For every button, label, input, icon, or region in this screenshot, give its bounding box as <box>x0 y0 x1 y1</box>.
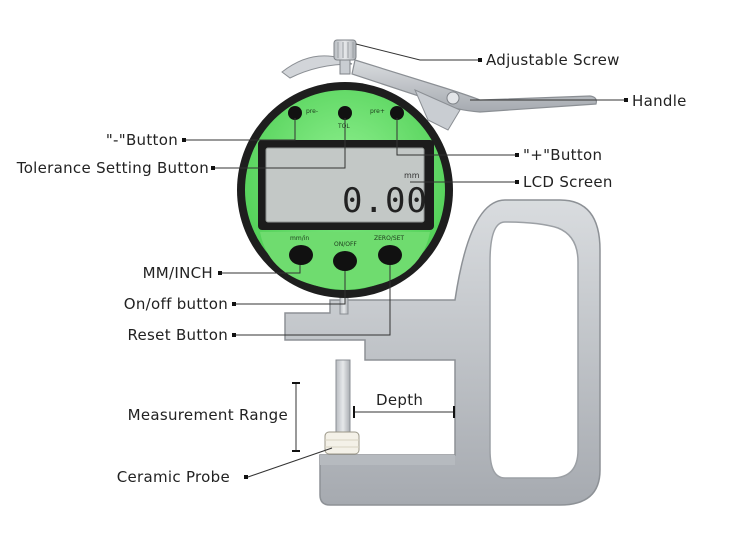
bottom-keypad: mm/in ON/OFF ZERO/SET <box>260 232 430 290</box>
callout-lines <box>186 43 626 478</box>
label-handle: Handle <box>632 92 687 110</box>
ceramic-probe <box>324 431 360 455</box>
line-plus <box>396 118 517 156</box>
key-label-on-off: ON/OFF <box>334 241 357 248</box>
line-minus <box>186 118 296 141</box>
plus-button[interactable] <box>390 106 404 120</box>
label-ceramic-probe: Ceramic Probe <box>116 468 230 486</box>
label-mm-inch: MM/INCH <box>142 264 213 282</box>
line-mm-inch <box>222 265 301 274</box>
minus-button[interactable] <box>288 106 302 120</box>
label-tolerance-button: Tolerance Setting Button <box>16 159 209 177</box>
label-lcd-screen: LCD Screen <box>523 173 613 191</box>
line-reset <box>236 265 391 336</box>
lcd-unit: mm <box>404 171 420 180</box>
mm-inch-button[interactable] <box>289 245 313 265</box>
label-minus-button: "-"Button <box>105 131 178 149</box>
line-probe <box>247 447 333 478</box>
label-plus-button: "+"Button <box>523 146 603 164</box>
handle-lever <box>281 55 597 131</box>
key-label-mm-in: mm/in <box>290 235 309 242</box>
label-reset-button: Reset Button <box>127 326 228 344</box>
adjustable-screw <box>333 39 357 75</box>
reset-button[interactable] <box>378 245 402 265</box>
label-on-off-button: On/off button <box>123 295 228 313</box>
line-on-off <box>236 271 346 305</box>
on-off-button[interactable] <box>333 251 357 271</box>
line-tolerance <box>215 118 346 169</box>
key-label-zero-set: ZERO/SET <box>374 235 404 242</box>
label-depth: Depth <box>376 391 424 409</box>
label-measurement-range: Measurement Range <box>127 406 288 424</box>
key-label-pre-minus: pre- <box>306 108 318 115</box>
line-adjustable-screw <box>355 43 480 61</box>
label-adjustable-screw: Adjustable Screw <box>486 51 620 69</box>
key-label-pre-plus: pre+ <box>370 108 385 115</box>
c-frame-body <box>284 199 601 506</box>
key-label-tol: TOL <box>337 123 350 130</box>
lcd-reading: 0.00 <box>342 181 428 221</box>
top-keypad: pre- TOL pre+ <box>288 106 404 130</box>
callout-markers <box>182 58 628 479</box>
tolerance-button[interactable] <box>338 106 352 120</box>
lcd-screen: 0.00 mm <box>265 147 428 223</box>
